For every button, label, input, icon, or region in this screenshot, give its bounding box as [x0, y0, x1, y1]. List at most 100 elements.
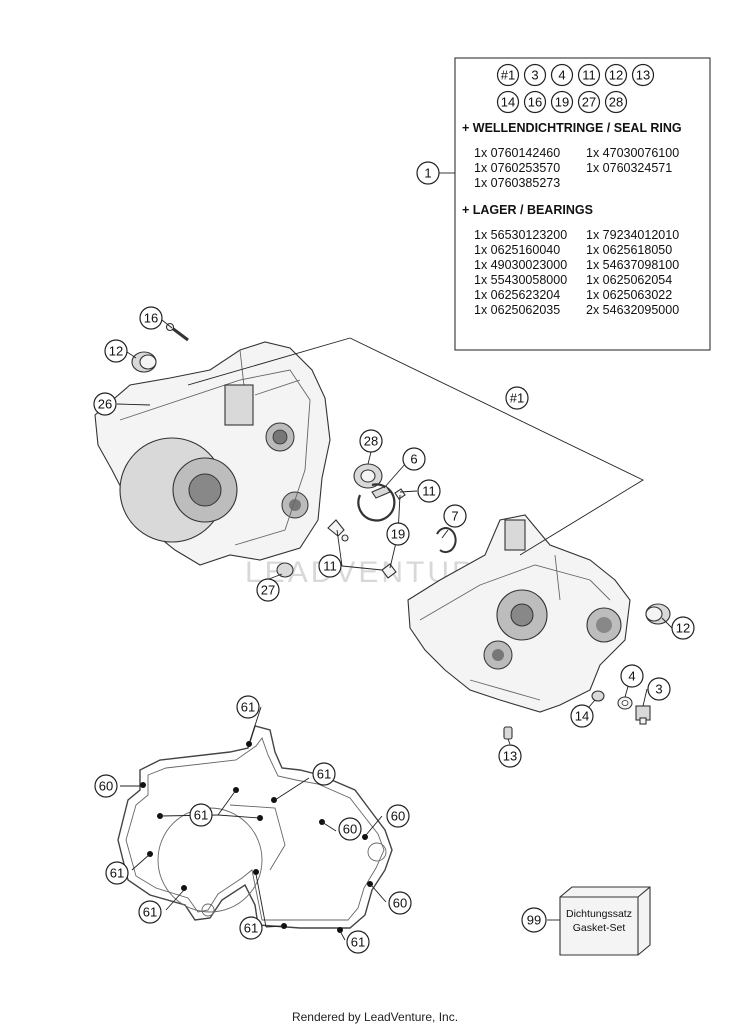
bushing-12-left[interactable]: [131, 351, 157, 373]
bearing-part-number: 1x 0625618050: [586, 243, 672, 257]
callout-19[interactable]: 19: [386, 522, 410, 546]
bearing-28[interactable]: [353, 463, 383, 489]
seal-part-number: 1x 47030076100: [586, 146, 679, 160]
callout-61[interactable]: 61: [105, 861, 129, 885]
callout-7[interactable]: 7: [443, 504, 467, 528]
circlip-7[interactable]: [436, 527, 457, 553]
callout-61[interactable]: 61: [346, 930, 370, 954]
svg-text:13: 13: [503, 749, 517, 764]
svg-text:11: 11: [422, 484, 436, 499]
callout-61[interactable]: 61: [236, 695, 260, 719]
callout-16[interactable]: 16: [139, 306, 163, 330]
bearing-part-number: 1x 55430058000: [474, 273, 567, 287]
callout-11-upper[interactable]: 11: [417, 479, 441, 503]
right-crankcase-half[interactable]: [407, 514, 631, 713]
callout-60[interactable]: 60: [386, 804, 410, 828]
svg-text:28: 28: [609, 95, 623, 110]
gasket-set-box[interactable]: Dichtungssatz Gasket-Set: [559, 886, 651, 956]
callout-27[interactable]: 27: [256, 578, 280, 602]
seal-part-number: 1x 0760385273: [474, 176, 560, 190]
callout-12-right[interactable]: 12: [671, 616, 695, 640]
kit-callout-28[interactable]: 28: [604, 90, 628, 114]
callout-1[interactable]: 1: [416, 161, 440, 185]
callout-12-left[interactable]: 12: [104, 339, 128, 363]
callout-61[interactable]: 61: [138, 900, 162, 924]
svg-text:27: 27: [582, 95, 596, 110]
svg-text:16: 16: [144, 311, 158, 326]
dowel-14[interactable]: [591, 690, 605, 702]
kit-callout-3[interactable]: 3: [523, 63, 547, 87]
kit-callout-13[interactable]: 13: [631, 63, 655, 87]
callout-hash1[interactable]: #1: [505, 386, 529, 410]
callout-26[interactable]: 26: [93, 392, 117, 416]
callout-60[interactable]: 60: [388, 891, 412, 915]
kit-callout-4[interactable]: 4: [550, 63, 574, 87]
svg-text:#1: #1: [510, 391, 524, 406]
svg-text:11: 11: [582, 68, 596, 83]
svg-text:3: 3: [531, 68, 538, 83]
kit-callout-11[interactable]: 11: [577, 63, 601, 87]
kit-callout-14[interactable]: 14: [496, 90, 520, 114]
svg-text:26: 26: [98, 397, 112, 412]
kit-callout-1[interactable]: #1: [496, 63, 520, 87]
kit-callout-19[interactable]: 19: [550, 90, 574, 114]
bearing-part-number: 1x 49030023000: [474, 258, 567, 272]
callout-61[interactable]: 61: [239, 916, 263, 940]
bushing-27[interactable]: [276, 562, 294, 578]
callout-61[interactable]: 61: [312, 762, 336, 786]
svg-text:61: 61: [194, 808, 208, 823]
svg-text:28: 28: [364, 434, 378, 449]
svg-text:99: 99: [527, 913, 541, 928]
callout-3[interactable]: 3: [647, 677, 671, 701]
svg-text:60: 60: [99, 779, 113, 794]
bushing-12-right[interactable]: [645, 603, 671, 625]
svg-text:11: 11: [323, 559, 337, 574]
callout-4[interactable]: 4: [620, 664, 644, 688]
callout-99[interactable]: 99: [521, 907, 547, 933]
callout-6[interactable]: 6: [402, 447, 426, 471]
footer-credit: Rendered by LeadVenture, Inc.: [291, 1010, 459, 1024]
bearings-heading: + LAGER / BEARINGS: [462, 203, 593, 217]
crankcase-kit-infobox: #1 3 4 11 12 13 14 16 19 27 28 + WELLEND…: [454, 57, 711, 351]
kit-callout-row2: 14 16 19 27 28: [496, 90, 628, 114]
washer-4[interactable]: [617, 696, 633, 710]
seal-part-number: 1x 0760142460: [474, 146, 560, 160]
kit-callout-27[interactable]: 27: [577, 90, 601, 114]
callout-14[interactable]: 14: [570, 704, 594, 728]
svg-text:61: 61: [351, 935, 365, 950]
bearing-part-number: 1x 0625623204: [474, 288, 560, 302]
svg-text:13: 13: [636, 68, 650, 83]
assembly-bracket-line: [187, 337, 351, 386]
bearing-part-number: 1x 0625062054: [586, 273, 672, 287]
kit-callout-12[interactable]: 12: [604, 63, 628, 87]
svg-text:60: 60: [393, 896, 407, 911]
callout-60[interactable]: 60: [338, 817, 362, 841]
circlip-6[interactable]: [357, 483, 396, 522]
callout-28[interactable]: 28: [359, 429, 383, 453]
crankcase-gasket[interactable]: [117, 725, 393, 929]
plug-3[interactable]: [635, 705, 651, 725]
svg-text:60: 60: [391, 809, 405, 824]
callout-60[interactable]: 60: [94, 774, 118, 798]
seal-part-number: 1x 0760324571: [586, 161, 672, 175]
svg-text:19: 19: [391, 527, 405, 542]
svg-text:4: 4: [558, 68, 565, 83]
lock-plates-11[interactable]: [327, 488, 406, 579]
callout-61[interactable]: 61: [189, 803, 213, 827]
callout-13[interactable]: 13: [498, 744, 522, 768]
dowel-pin-13[interactable]: [503, 726, 513, 740]
svg-text:14: 14: [501, 95, 515, 110]
svg-text:4: 4: [628, 669, 635, 684]
svg-text:3: 3: [655, 682, 662, 697]
seal-ring-heading: + WELLENDICHTRINGE / SEAL RING: [462, 121, 682, 135]
left-crankcase-half[interactable]: [94, 341, 331, 566]
svg-text:12: 12: [676, 621, 690, 636]
kit-callout-16[interactable]: 16: [523, 90, 547, 114]
svg-text:61: 61: [244, 921, 258, 936]
svg-text:#1: #1: [501, 68, 515, 83]
callout-11-lower[interactable]: 11: [318, 554, 342, 578]
seal-part-number: 1x 0760253570: [474, 161, 560, 175]
assembly-bracket-line: [349, 337, 644, 556]
svg-text:12: 12: [609, 68, 623, 83]
svg-text:60: 60: [343, 822, 357, 837]
